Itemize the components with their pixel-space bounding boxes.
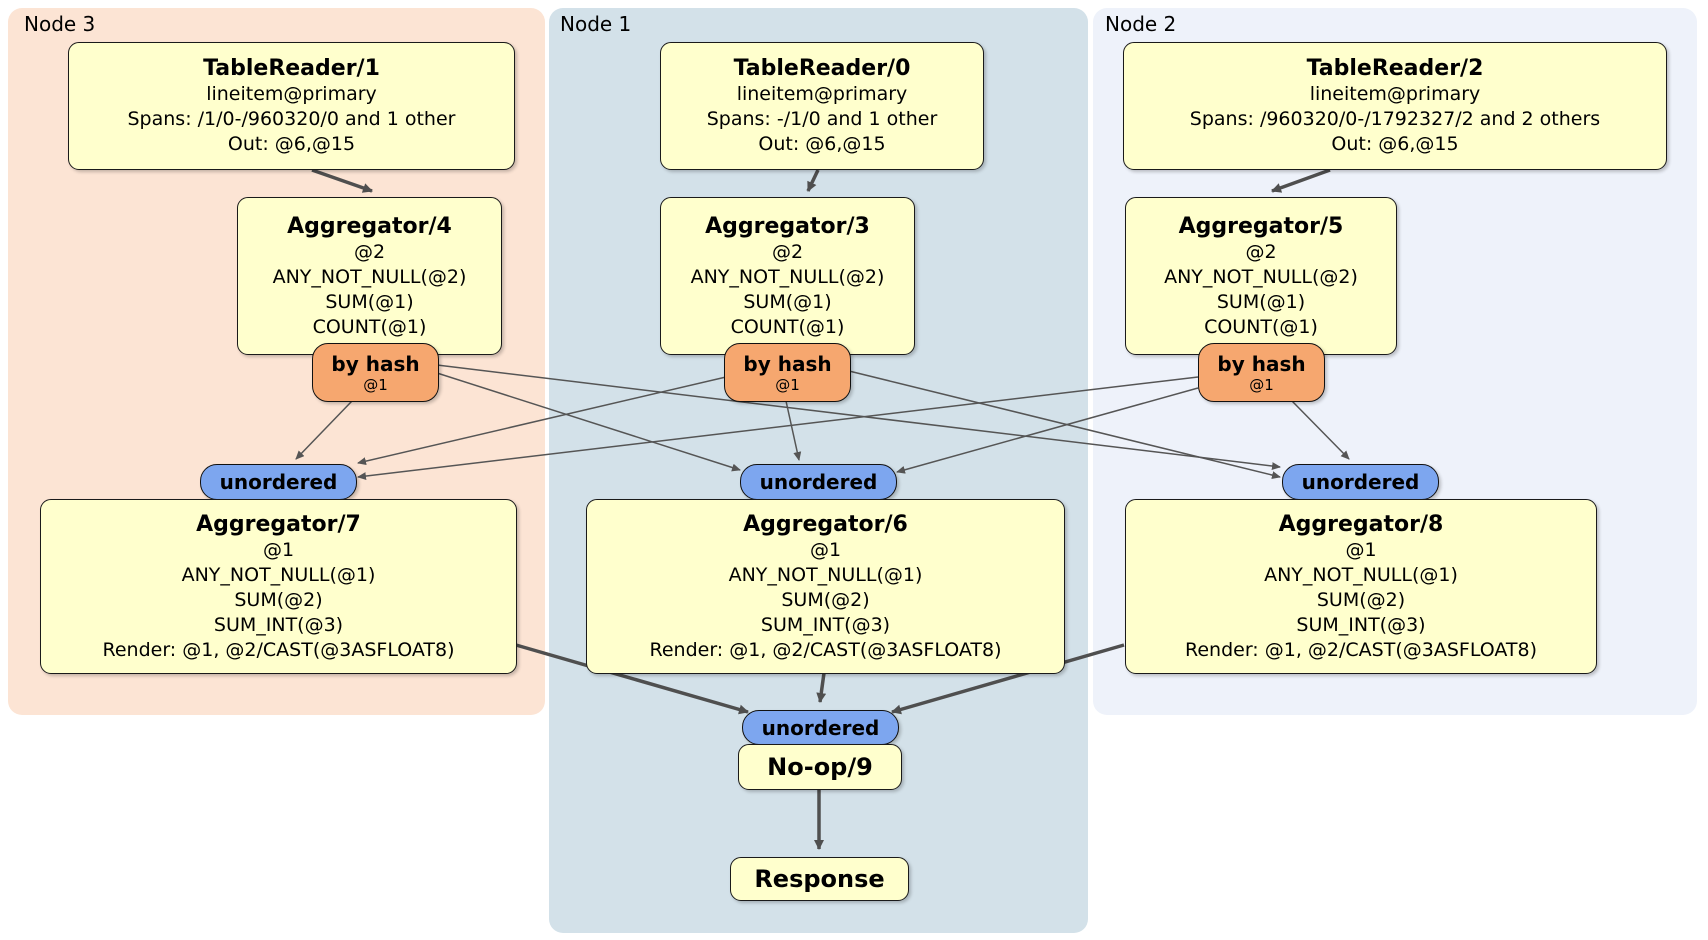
router-by-hash-left: by hash @1 [312, 343, 439, 402]
processor-response: Response [730, 857, 909, 901]
processor-line: ANY_NOT_NULL(@2) [1164, 265, 1358, 288]
router-by-hash-right: by hash @1 [1198, 343, 1325, 402]
router-detail: @1 [1249, 375, 1274, 394]
processor-title: TableReader/2 [1306, 56, 1484, 81]
router-detail: @1 [775, 375, 800, 394]
processor-line: ANY_NOT_NULL(@1) [181, 563, 376, 586]
processor-line: SUM(@1) [743, 290, 832, 313]
processor-line: ANY_NOT_NULL(@2) [272, 265, 467, 288]
processor-line: Spans: -/1/0 and 1 other [706, 108, 938, 130]
processor-line: Render: @1, @2/CAST(@3ASFLOAT8) [1185, 638, 1537, 661]
processor-line: Out: @6,@15 [227, 133, 356, 155]
processor-title: Aggregator/6 [743, 511, 908, 537]
processor-line: SUM_INT(@3) [213, 613, 344, 636]
processor-line: @2 [1245, 240, 1277, 263]
processor-line: SUM(@1) [1216, 290, 1306, 313]
processor-aggregator-3: Aggregator/3 @2 ANY_NOT_NULL(@2) SUM(@1)… [660, 197, 915, 355]
processor-line: Out: @6,@15 [1331, 133, 1459, 155]
processor-line: ANY_NOT_NULL(@1) [1264, 563, 1458, 586]
processor-line: ANY_NOT_NULL(@2) [690, 265, 885, 288]
processor-title: Aggregator/5 [1178, 213, 1344, 239]
processor-line: @2 [353, 240, 386, 263]
processor-line: @2 [771, 240, 804, 263]
processor-aggregator-8: Aggregator/8 @1 ANY_NOT_NULL(@1) SUM(@2)… [1125, 499, 1597, 674]
stream-unordered-right: unordered [1282, 464, 1439, 500]
processor-line: lineitem@primary [206, 83, 377, 105]
processor-line: COUNT(@1) [1204, 315, 1318, 338]
region-label-node2: Node 2 [1105, 12, 1177, 36]
processor-line: SUM(@2) [781, 588, 870, 611]
processor-title: Aggregator/3 [705, 213, 870, 239]
router-label: by hash [1217, 351, 1306, 376]
processor-title: No-op/9 [767, 753, 873, 781]
processor-title: Response [754, 865, 885, 893]
processor-aggregator-6: Aggregator/6 @1 ANY_NOT_NULL(@1) SUM(@2)… [586, 499, 1065, 674]
router-by-hash-middle: by hash @1 [724, 343, 851, 402]
processor-line: SUM(@1) [325, 290, 414, 313]
stream-unordered-final: unordered [742, 710, 899, 745]
processor-line: @1 [262, 538, 295, 561]
processor-line: SUM_INT(@3) [1296, 613, 1426, 636]
processor-tablereader-1: TableReader/1 lineitem@primary Spans: /1… [68, 42, 515, 170]
processor-line: ANY_NOT_NULL(@1) [728, 563, 923, 586]
router-detail: @1 [363, 375, 388, 394]
processor-title: Aggregator/4 [287, 213, 452, 239]
region-label-node1: Node 1 [560, 12, 632, 36]
processor-line: Render: @1, @2/CAST(@3ASFLOAT8) [649, 638, 1002, 661]
processor-aggregator-5: Aggregator/5 @2 ANY_NOT_NULL(@2) SUM(@1)… [1125, 197, 1397, 355]
processor-line: COUNT(@1) [730, 315, 845, 338]
processor-line: lineitem@primary [736, 83, 908, 105]
router-label: by hash [743, 351, 832, 376]
processor-line: COUNT(@1) [312, 315, 427, 338]
stream-unordered-middle: unordered [740, 464, 897, 500]
processor-tablereader-2: TableReader/2 lineitem@primary Spans: /9… [1123, 42, 1667, 170]
processor-title: Aggregator/7 [196, 511, 361, 537]
stream-unordered-left: unordered [200, 464, 357, 500]
processor-line: Spans: /960320/0-/1792327/2 and 2 others [1189, 108, 1601, 130]
processor-line: @1 [809, 538, 842, 561]
processor-aggregator-4: Aggregator/4 @2 ANY_NOT_NULL(@2) SUM(@1)… [237, 197, 502, 355]
processor-line: Render: @1, @2/CAST(@3ASFLOAT8) [102, 638, 455, 661]
region-label-node3: Node 3 [24, 12, 96, 36]
processor-noop-9: No-op/9 [738, 744, 902, 790]
processor-tablereader-0: TableReader/0 lineitem@primary Spans: -/… [660, 42, 984, 170]
processor-line: SUM(@2) [234, 588, 323, 611]
processor-line: Out: @6,@15 [758, 133, 886, 155]
processor-title: TableReader/0 [733, 56, 911, 81]
router-label: by hash [331, 351, 420, 376]
processor-title: Aggregator/8 [1278, 511, 1444, 537]
processor-title: TableReader/1 [203, 56, 380, 81]
processor-line: SUM_INT(@3) [760, 613, 891, 636]
processor-line: lineitem@primary [1309, 83, 1481, 105]
processor-aggregator-7: Aggregator/7 @1 ANY_NOT_NULL(@1) SUM(@2)… [40, 499, 517, 674]
processor-line: SUM(@2) [1316, 588, 1406, 611]
processor-line: Spans: /1/0-/960320/0 and 1 other [127, 108, 456, 130]
processor-line: @1 [1345, 538, 1377, 561]
